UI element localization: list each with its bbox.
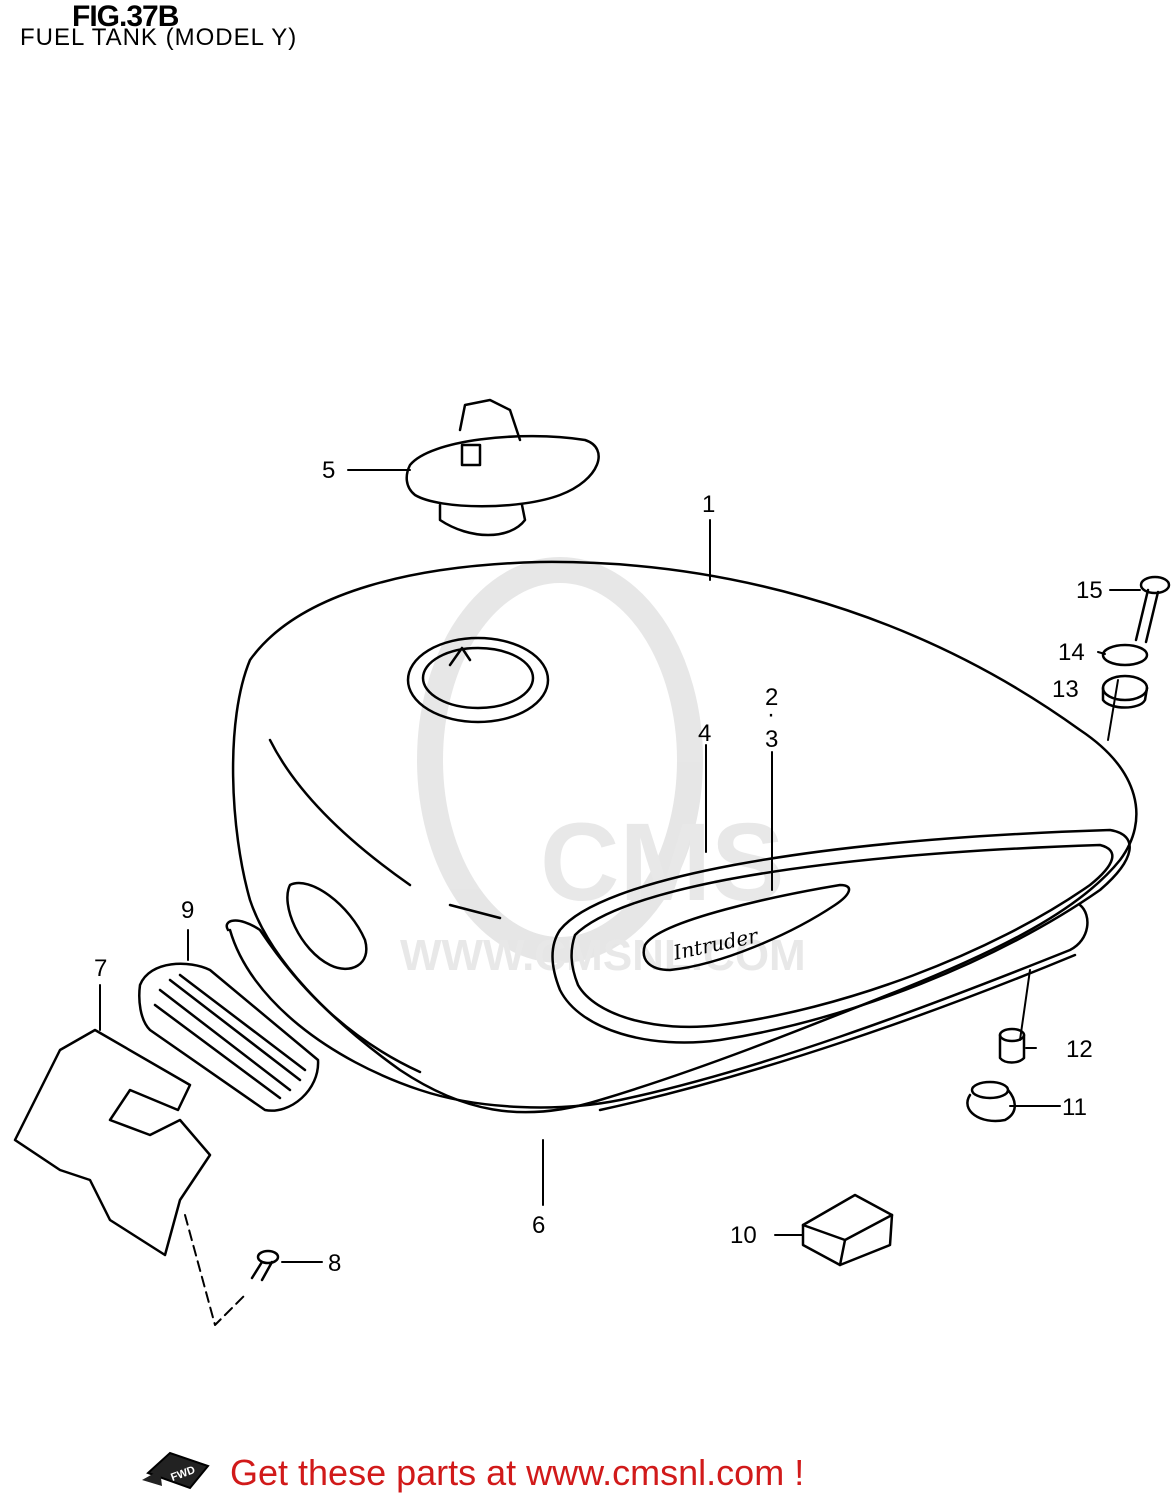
- collar: [998, 1027, 1026, 1064]
- washer: [1101, 643, 1149, 667]
- callout-dot: ·: [767, 701, 775, 728]
- callout-5: 5: [322, 457, 335, 484]
- fuel-cap: [405, 398, 600, 537]
- tank-crease: [268, 738, 412, 887]
- callout-6: 6: [532, 1212, 545, 1239]
- callout-10: 10: [730, 1222, 757, 1249]
- figure-title: FIG.37B: [72, 0, 179, 33]
- bracket: [13, 1028, 212, 1257]
- watermark-url: WWW.CMSNL.COM: [400, 931, 806, 980]
- bolt: [1134, 575, 1171, 644]
- fwd-arrow-icon: FWD: [142, 1451, 210, 1490]
- callout-15: 15: [1076, 577, 1103, 604]
- callout-9: 9: [181, 897, 194, 924]
- callout-14: 14: [1058, 639, 1085, 666]
- screw: [250, 1249, 280, 1282]
- callout-13: 13: [1052, 676, 1079, 703]
- callout-1: 1: [702, 491, 715, 518]
- rear-cushion: [966, 1080, 1016, 1123]
- emblem-trim: [551, 828, 1131, 1044]
- callout-labels: 1 2 · 3 4 5 6 7 8 9 10 11 12 13 14 15: [94, 457, 1103, 1277]
- callout-12: 12: [1066, 1036, 1093, 1063]
- filler-neck: [406, 636, 550, 724]
- parts-diagram: CMS WWW.CMSNL.COM: [13, 398, 1171, 1326]
- watermark: CMS WWW.CMSNL.COM: [400, 557, 806, 980]
- figure-subtitle: FUEL TANK (MODEL Y): [20, 24, 298, 51]
- emblem: [642, 883, 851, 972]
- callout-3: 3: [765, 726, 778, 753]
- front-mount-rubber: [286, 881, 368, 971]
- callout-8: 8: [328, 1250, 341, 1277]
- callout-7: 7: [94, 955, 107, 982]
- leader-lines: [99, 469, 1141, 1326]
- callout-4: 4: [698, 720, 711, 747]
- cushion: [1101, 674, 1149, 709]
- lower-trim: [228, 903, 1089, 1112]
- callout-2: 2: [765, 684, 778, 711]
- knee-grip-cushion: [138, 962, 320, 1112]
- cover-block: [801, 1193, 894, 1267]
- footer-link[interactable]: Get these parts at www.cmsnl.com !: [230, 1452, 805, 1493]
- callout-11: 11: [1062, 1094, 1087, 1121]
